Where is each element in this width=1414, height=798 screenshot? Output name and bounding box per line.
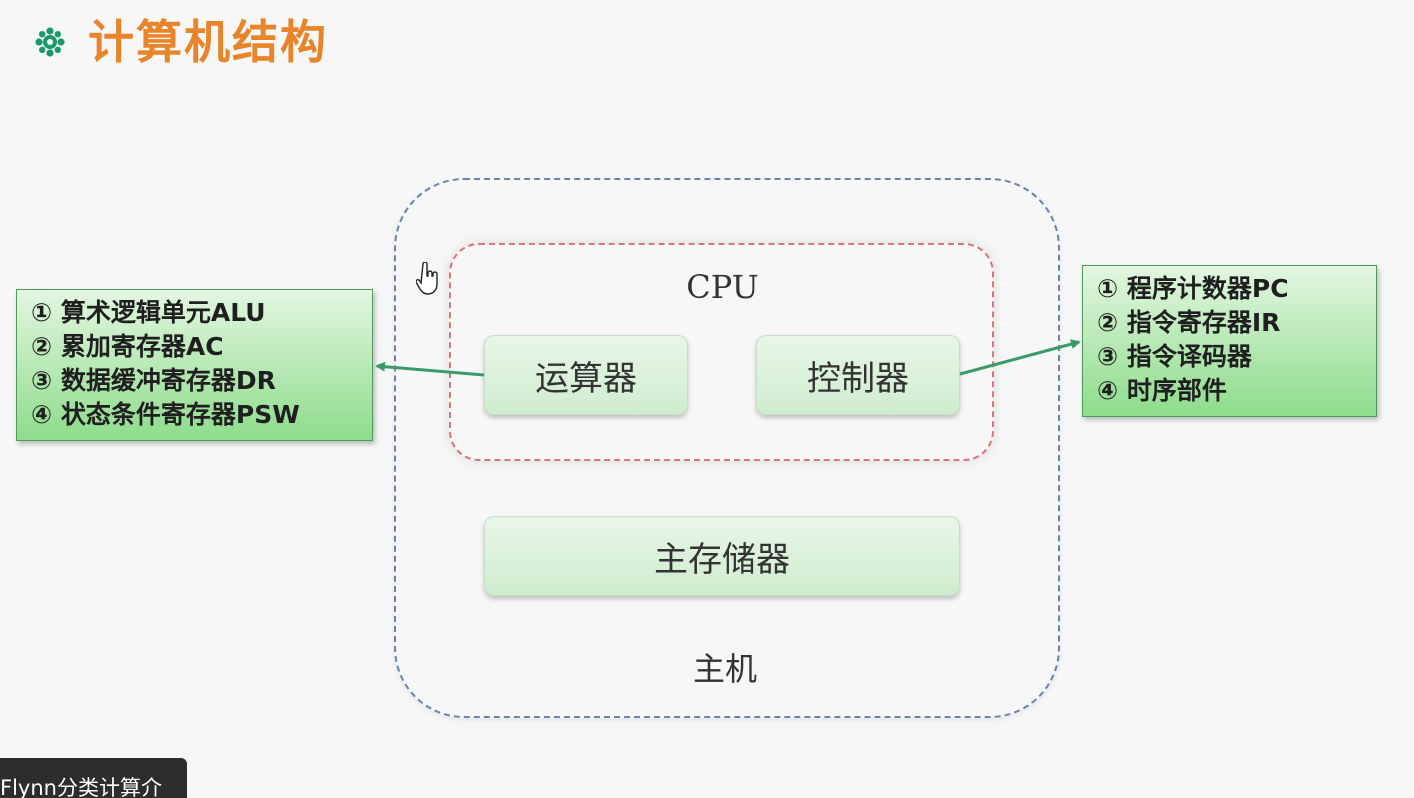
cpu-boundary xyxy=(449,243,994,461)
alu-register-item: ② 累加寄存器AC xyxy=(31,332,224,361)
control-component-item: ② 指令寄存器IR xyxy=(1097,308,1281,337)
control-component-item: ③ 指令译码器 xyxy=(1097,342,1252,371)
control-component-item: ① 程序计数器PC xyxy=(1097,274,1289,303)
host-boundary xyxy=(394,178,1060,718)
arithmetic-unit-label: 运算器 xyxy=(535,358,637,399)
control-unit-label: 控制器 xyxy=(807,358,909,399)
tooltip: Flynn分类计算介 xyxy=(0,758,187,798)
main-memory-box: 主存储器 xyxy=(484,516,960,596)
gear-flower-icon xyxy=(35,27,65,57)
alu-register-item: ③ 数据缓冲寄存器DR xyxy=(31,366,276,395)
hand-cursor-icon xyxy=(416,262,438,295)
alu-register-item: ④ 状态条件寄存器PSW xyxy=(31,400,300,429)
page-title: 计算机结构 xyxy=(88,15,328,69)
cpu-label: CPU xyxy=(686,268,759,306)
control-to-components-arrow xyxy=(959,339,1081,376)
main-memory-label: 主存储器 xyxy=(654,539,790,580)
control-component-item: ④ 时序部件 xyxy=(1097,376,1227,405)
tooltip-text: Flynn分类计算介 xyxy=(0,776,162,798)
alu-registers-box: ① 算术逻辑单元ALU ② 累加寄存器AC ③ 数据缓冲寄存器DR ④ 状态条件… xyxy=(16,289,373,441)
control-unit-box: 控制器 xyxy=(756,335,960,415)
alu-register-item: ① 算术逻辑单元ALU xyxy=(31,298,266,327)
arithmetic-unit-box: 运算器 xyxy=(484,335,688,415)
control-components-box: ① 程序计数器PC ② 指令寄存器IR ③ 指令译码器 ④ 时序部件 xyxy=(1082,265,1377,417)
alu-to-registers-arrow xyxy=(375,361,485,377)
host-label: 主机 xyxy=(692,650,757,688)
